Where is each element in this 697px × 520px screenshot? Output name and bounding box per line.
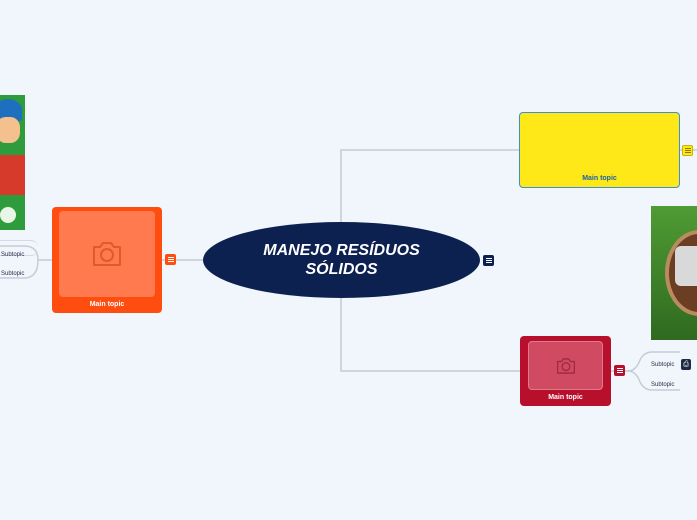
main-topic-label: Main topic bbox=[582, 175, 617, 182]
image-placeholder[interactable] bbox=[59, 211, 155, 297]
camera-icon bbox=[93, 242, 121, 266]
subtopic-label[interactable]: Subtopic bbox=[651, 362, 675, 368]
subtopic-label[interactable]: Subtopic bbox=[651, 382, 675, 388]
notes-icon[interactable] bbox=[483, 255, 494, 266]
notes-icon[interactable] bbox=[165, 254, 176, 265]
main-topic-yellow[interactable]: Main topic bbox=[519, 112, 680, 188]
attachment-icon[interactable]: ⎙ bbox=[681, 359, 691, 370]
main-topic-orange[interactable]: Main topic bbox=[52, 207, 162, 313]
notes-icon[interactable] bbox=[614, 365, 625, 376]
photo-image bbox=[651, 206, 697, 340]
camera-icon bbox=[556, 357, 575, 374]
main-topic-label: Main topic bbox=[89, 301, 125, 308]
subtopic-node[interactable] bbox=[0, 240, 38, 256]
central-topic[interactable]: MANEJO RESÍDUOS SÓLIDOS bbox=[203, 222, 480, 298]
subtopic-label[interactable]: Subtopic bbox=[1, 252, 25, 258]
image-placeholder[interactable] bbox=[528, 341, 603, 390]
central-topic-title: MANEJO RESÍDUOS SÓLIDOS bbox=[263, 242, 420, 278]
main-topic-label: Main topic bbox=[548, 394, 583, 401]
main-topic-crimson[interactable]: Main topic bbox=[520, 336, 611, 406]
cartoon-image bbox=[0, 95, 25, 230]
notes-icon[interactable] bbox=[682, 145, 693, 156]
subtopic-label[interactable]: Subtopic bbox=[1, 271, 25, 277]
